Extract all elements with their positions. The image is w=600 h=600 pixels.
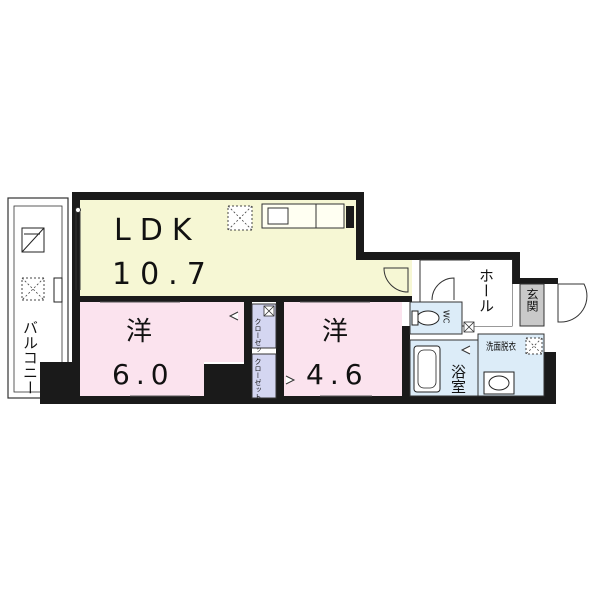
western-room-2-size: 4.6 xyxy=(306,358,369,391)
door-swing-icon xyxy=(285,375,296,385)
window-icon xyxy=(75,207,81,290)
western-room-2: 洋 4.6 xyxy=(284,301,402,397)
bath-room: 浴室 xyxy=(409,339,479,397)
closet-2: クローゼット xyxy=(251,353,277,400)
western-room-1: 洋 6.0 xyxy=(80,301,244,397)
closet-1: クローゼット xyxy=(251,303,277,360)
hall-label: ホール xyxy=(477,268,495,313)
ldk-size: 10.7 xyxy=(112,257,215,292)
toilet-icon xyxy=(411,310,440,326)
door-swing-icon xyxy=(383,267,409,293)
washroom-label: 洗面脱衣 xyxy=(486,340,516,353)
closet-1-label: クローゼット xyxy=(254,318,262,360)
western-room-1-size: 6.0 xyxy=(112,358,175,391)
western-room-1-name: 洋 xyxy=(126,317,152,347)
bath-label: 浴室 xyxy=(449,364,467,394)
ldk-room: LDK 10.7 xyxy=(75,200,412,302)
air-conditioner-icon xyxy=(21,227,45,253)
washroom: 洗面脱衣 xyxy=(477,333,545,397)
toilet-room: WC xyxy=(409,301,475,335)
washbasin-icon xyxy=(483,371,515,395)
balcony: バルコニー xyxy=(7,197,69,399)
western-room-2-name: 洋 xyxy=(322,317,348,347)
door-swing-icon xyxy=(228,311,239,321)
bathtub-icon xyxy=(413,345,441,393)
ldk-name: LDK xyxy=(114,213,201,248)
entrance: 玄関 xyxy=(519,283,588,327)
toilet-label: WC xyxy=(442,310,451,324)
ventilation-icon xyxy=(525,337,543,355)
kitchen-counter-icon xyxy=(261,203,345,229)
entrance-label: 玄関 xyxy=(525,287,539,312)
balcony-label: バルコニー xyxy=(21,320,39,395)
walls xyxy=(40,192,558,404)
ventilation-icon xyxy=(21,277,45,301)
door-swing-icon xyxy=(557,283,588,323)
ventilation-icon xyxy=(227,205,253,231)
closet-2-label: クローゼット xyxy=(254,358,262,400)
